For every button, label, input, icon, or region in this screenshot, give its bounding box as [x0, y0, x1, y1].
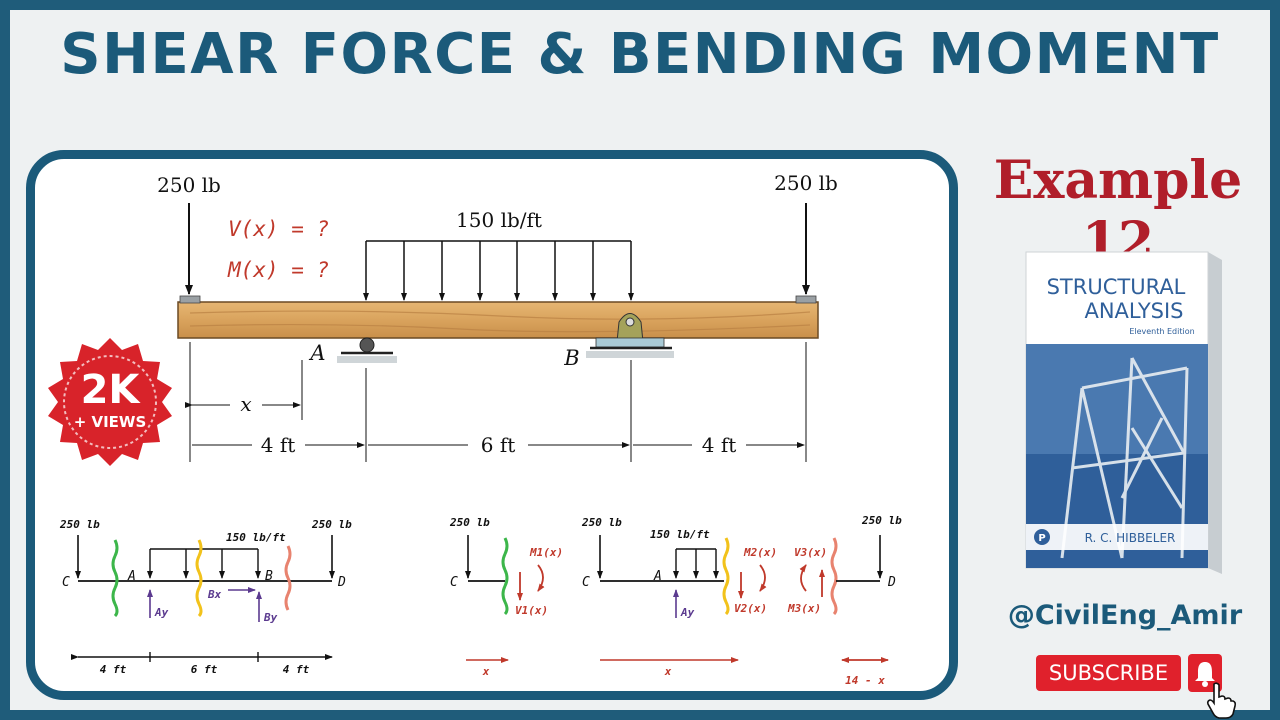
book-publisher-logo: P: [1038, 533, 1045, 544]
support-b-label: B: [563, 346, 579, 370]
sketch1-load-right: 250 lb: [311, 518, 352, 531]
subscribe-button[interactable]: SUBSCRIBE: [1036, 655, 1181, 691]
distributed-load-label: 150 lb/ft: [456, 208, 542, 232]
sketch4-x: 14 - x: [845, 674, 885, 687]
sketch1-ay: Ay: [154, 606, 169, 619]
sketch3-ay: Ay: [680, 606, 695, 619]
book-title-line1: STRUCTURAL: [1047, 275, 1186, 299]
bell-icon: [1195, 662, 1215, 687]
sketch3-a: A: [653, 569, 662, 584]
sketch3-m2: M2(x): [743, 546, 777, 559]
sketch1-dim3: 4 ft: [283, 663, 310, 676]
sketch3-v2: V2(x): [734, 602, 767, 615]
badge-big-text: 2K: [81, 367, 142, 413]
pin-support-b: [586, 313, 674, 358]
end-plate-right: [795, 295, 817, 304]
sketch1-dim2: 6 ft: [191, 663, 218, 676]
roller-support-a: [337, 337, 397, 363]
book-cover: STRUCTURAL ANALYSIS Eleventh Edition P R…: [1025, 251, 1222, 574]
sketch2-m: M1(x): [529, 546, 563, 559]
book-title-line2: ANALYSIS: [1084, 299, 1183, 323]
support-a-label: A: [308, 341, 325, 365]
sketch3-x: x: [664, 665, 672, 678]
sketch4-m3: M3(x): [787, 602, 821, 615]
book-author: R. C. HIBBELER: [1085, 531, 1176, 545]
sketch1-a: A: [127, 569, 136, 584]
beam: [177, 301, 819, 339]
sketch3-udl: 150 lb/ft: [650, 528, 710, 541]
sketch4-d: D: [887, 575, 896, 590]
sketch1-b: B: [265, 569, 273, 584]
sketch1-udl: 150 lb/ft: [226, 531, 286, 544]
sketch1-c: C: [62, 575, 70, 590]
sketch1-load-left: 250 lb: [59, 518, 100, 531]
point-load-left-label: 250 lb: [157, 173, 221, 197]
dimension-1-label: 4 ft: [261, 433, 296, 457]
page-title: SHEAR FORCE & BENDING MOMENT: [60, 22, 1220, 87]
sketch1-dim1: 4 ft: [100, 663, 127, 676]
dimension-2-label: 6 ft: [481, 433, 516, 457]
sketch2-x: x: [482, 665, 490, 678]
sketch-segment-2: [597, 535, 767, 663]
sketch4-v3: V3(x): [794, 546, 827, 559]
cursor-hand-icon: [1206, 682, 1237, 719]
sketch-segment-3: [799, 535, 889, 663]
sketch1-by: By: [263, 611, 278, 624]
sketch4-load: 250 lb: [861, 514, 902, 527]
channel-handle: @CivilEng_Amir: [1007, 600, 1243, 631]
sketch1-bx: Bx: [207, 588, 222, 601]
sketch3-c: C: [582, 575, 590, 590]
sketch3-load: 250 lb: [581, 516, 622, 529]
end-plate-left: [179, 295, 201, 304]
views-badge: 2K + VIEWS: [48, 338, 172, 466]
book-edition: Eleventh Edition: [1129, 327, 1194, 336]
diagram-card: [26, 150, 958, 700]
sketch2-c: C: [450, 575, 458, 590]
x-dimension-label: x: [240, 392, 251, 416]
distributed-load: [363, 240, 634, 301]
sketch-full-beam: [71, 535, 335, 662]
sketch2-v: V1(x): [515, 604, 548, 617]
moment-question: M(x) = ?: [227, 258, 329, 282]
sketch1-d: D: [337, 575, 346, 590]
sketch-segment-1: [465, 535, 545, 663]
badge-small-text: + VIEWS: [74, 413, 147, 431]
point-load-right-label: 250 lb: [774, 171, 838, 195]
sketch2-load: 250 lb: [449, 516, 490, 529]
shear-question: V(x) = ?: [228, 217, 329, 241]
dimension-3-label: 4 ft: [702, 433, 737, 457]
